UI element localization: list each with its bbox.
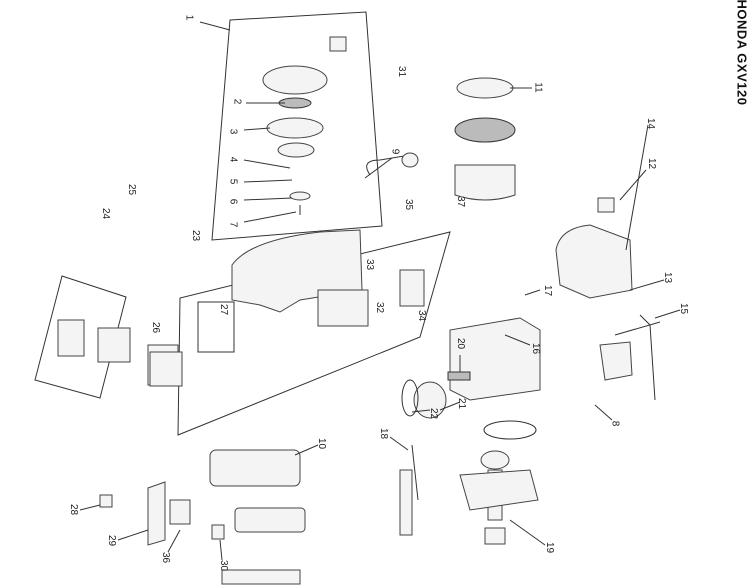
fuel-valve [169,499,191,525]
callout-3: 3 [227,128,239,135]
callout-15: 15 [678,302,690,315]
connecting-rod [447,371,471,381]
callout-9: 9 [389,148,401,155]
starter-cover [262,65,328,95]
callout-23: 23 [190,229,202,242]
callout-16: 16 [530,342,542,355]
carburetor [317,289,369,327]
control-bracket [599,341,633,381]
callout-36: 36 [160,551,172,564]
callout-22: 22 [428,407,440,420]
float-bowl-gasket [197,301,235,353]
callout-37: 37 [455,195,467,208]
plate-29 [147,481,166,546]
callout-34: 34 [416,309,428,322]
exhaust-gasket [149,351,183,387]
ratchet [277,142,315,158]
cooling-fan [454,117,516,143]
insulator-gasket [399,269,425,307]
callout-10: 10 [316,437,328,450]
callout-31: 31 [396,65,408,78]
callout-1: 1 [183,14,195,21]
callout-6: 6 [227,198,239,205]
callout-5: 5 [227,178,239,185]
oil-filler-tube [399,469,413,536]
muffler-group-box [34,275,127,399]
recoil-starter-group-box [211,11,383,241]
ignition-wire [366,154,411,176]
fuel-tank [555,224,633,299]
ignition-coil [401,152,419,168]
callout-12: 12 [646,157,658,170]
starter-pulley [456,77,514,99]
callout-33: 33 [364,258,376,271]
callout-7: 7 [227,221,239,228]
callout-29: 29 [106,534,118,547]
gasket-30 [211,524,225,540]
air-cleaner-case [221,569,301,585]
air-filter [234,507,306,533]
muffler-protector [57,319,85,357]
air-cleaner-cover [209,449,301,487]
callout-35: 35 [403,198,415,211]
callout-21: 21 [456,397,468,410]
flywheel [454,164,516,201]
reel [266,117,324,139]
rod [614,321,661,336]
callout-2: 2 [231,98,243,105]
carburetor-group-box [177,231,451,436]
callout-18: 18 [378,427,390,440]
muffler [97,327,131,363]
callout-26: 26 [150,321,162,334]
control-cable [639,314,656,401]
callout-25: 25 [126,183,138,196]
fuel-cap [597,197,615,213]
callout-20: 20 [455,337,467,350]
callout-14: 14 [645,117,657,130]
cylinder-block [449,317,541,401]
callout-4: 4 [227,156,239,163]
friction-plate [289,191,311,201]
callout-17: 17 [542,284,554,297]
crank-web [480,450,510,470]
callout-30: 30 [218,559,230,572]
callout-13: 13 [662,271,674,284]
callout-24: 24 [100,207,112,220]
crankcase-cover [459,469,539,511]
starter-handle [329,36,347,52]
callout-28: 28 [68,503,80,516]
gasket-28 [99,494,113,508]
bearing [484,527,506,545]
callout-32: 32 [374,301,386,314]
dipstick [411,444,419,501]
callout-8: 8 [609,420,621,427]
callout-27: 27 [218,303,230,316]
callout-11: 11 [532,82,544,93]
gasket [483,420,537,440]
piston-ring [401,379,419,417]
leader-lines [79,21,681,561]
piston [413,381,447,419]
callout-19: 19 [544,541,556,554]
